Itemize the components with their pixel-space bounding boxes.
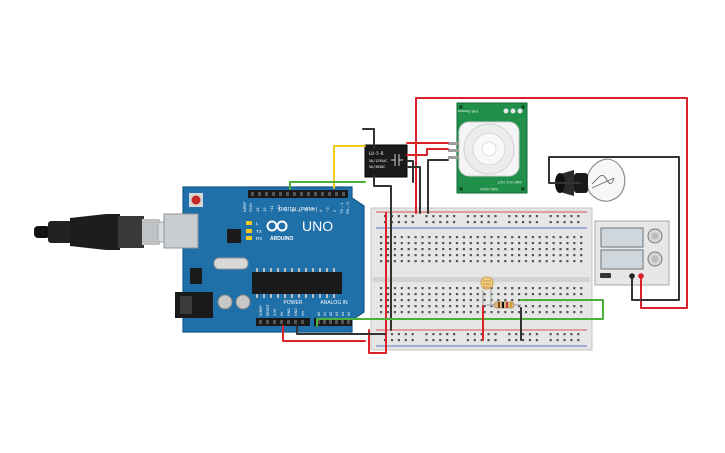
pir-sensor[interactable]: PIR Sensor SAV-1004 GND VCC OUT: [448, 102, 528, 194]
wire-black-pir-rail: [406, 166, 421, 214]
wires: [282, 97, 688, 354]
relay-symbol-icon: [391, 154, 403, 166]
power-pin-gnd-1: GND: [287, 308, 291, 316]
power-label: POWER: [284, 300, 303, 306]
wire-red-supply: [415, 97, 688, 309]
analog-pin-a1: A1: [323, 312, 327, 316]
power-pin-5v: 5V: [280, 311, 284, 316]
analog-pin-a0: A0: [317, 312, 321, 316]
pin-label-0: RX←0: [345, 201, 350, 214]
led-label-l: L: [256, 221, 259, 226]
analog-label: ANALOG IN: [320, 300, 348, 306]
analog-pin-a5: A5: [347, 312, 351, 316]
board-brand-text: ARDUINO: [270, 236, 293, 242]
relay-module[interactable]: LU-5-R 5A/125VAC 5A/30VDC: [364, 144, 408, 178]
breadboard-holes[interactable]: [380, 215, 583, 342]
resistor-icon[interactable]: [486, 301, 521, 309]
digital-header[interactable]: [248, 190, 348, 198]
wire-black-relay-gnd: [373, 175, 392, 331]
wire-red-5v: [282, 325, 366, 342]
breadboard[interactable]: [370, 207, 593, 351]
power-pin-reset: RESET: [266, 303, 270, 316]
wire-red-rail-link: [368, 212, 387, 354]
negative-terminal[interactable]: [629, 273, 635, 279]
voltage-display: [600, 227, 644, 248]
relay-label-2: 5A/125VAC: [369, 159, 387, 163]
relay-label-3: 5A/30VDC: [369, 165, 385, 169]
pin-label-11: ~11: [269, 205, 274, 212]
pin-label-4: 4: [318, 209, 323, 212]
pin-label-5: ~5: [311, 207, 316, 212]
photoresistor-icon[interactable]: [480, 276, 494, 306]
current-display: [600, 249, 644, 270]
wire-green-analog: [316, 299, 604, 327]
pin-label-2: 2: [332, 209, 337, 212]
wire-green-pir: [289, 181, 366, 190]
pir-label-top: PIR Sensor: [457, 109, 478, 114]
power-switch[interactable]: [600, 273, 611, 278]
pin-label-1: TX→1: [339, 202, 344, 214]
power-pin-3v3: 3.3V: [273, 308, 277, 316]
power-supply[interactable]: [594, 220, 670, 286]
pin-label-10: ~10: [276, 204, 281, 212]
wire-black-gnd: [296, 325, 386, 335]
wire-black-pir-gnd: [427, 159, 449, 214]
pin-label-9: ~9: [283, 207, 288, 212]
analog-header[interactable]: [314, 318, 352, 326]
analog-pin-a2: A2: [329, 312, 333, 316]
atmega-chip: [252, 272, 342, 294]
analog-pin-a4: A4: [341, 312, 345, 316]
pir-label-bottom: SAV-1004: [480, 187, 498, 192]
gnd-label: GND: [248, 203, 253, 212]
led-label-tx: TX: [256, 229, 262, 234]
positive-terminal[interactable]: [638, 273, 644, 279]
arduino-logo-icon: [266, 220, 288, 232]
board-model-text: UNO: [302, 218, 333, 234]
led-label-rx: RX: [256, 236, 262, 241]
aref-label: AREF: [242, 201, 247, 212]
analog-pin-a3: A3: [335, 312, 339, 316]
wire-black-relay: [362, 128, 375, 149]
power-pin-vin: Vin: [301, 311, 305, 316]
digital-header-label: DIGITAL (PWM~): [279, 207, 318, 213]
power-pin-ioref: IOREF: [259, 305, 263, 316]
power-pin-gnd-2: GND: [294, 308, 298, 316]
pir-pin-labels: GND VCC OUT: [497, 180, 522, 184]
pin-label-3: ~3: [325, 207, 330, 212]
light-bulb-icon[interactable]: [555, 158, 626, 202]
pin-label-7: 7: [297, 209, 302, 212]
pin-label-12: 12: [262, 207, 267, 212]
wire-red-pir-vcc: [406, 148, 449, 156]
wire-black-relay-out: [406, 160, 414, 183]
pin-label-13: 13: [255, 207, 260, 212]
relay-label-1: LU-5-R: [369, 151, 384, 156]
pin-label-6: ~6: [304, 207, 309, 212]
wire-yellow-signal: [333, 145, 366, 189]
pin-label-8: 8: [290, 209, 295, 212]
wire-black-bulb: [548, 156, 680, 301]
arduino-uno-board[interactable]: AREF GND 13 12 ~11 ~10 ~9 8 7 ~6 ~5 4 ~3…: [163, 186, 365, 333]
